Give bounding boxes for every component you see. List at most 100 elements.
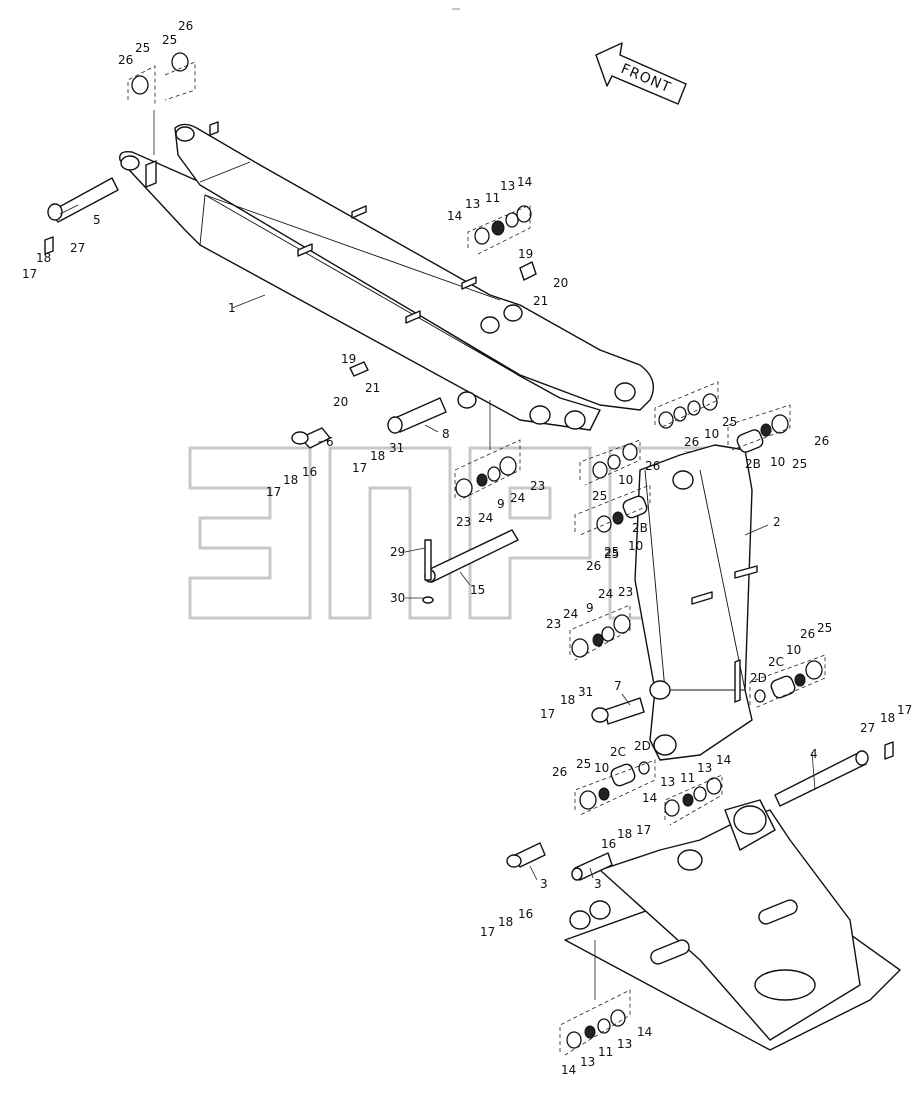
callout-14: 14	[561, 1063, 576, 1077]
callout-26: 26	[800, 627, 815, 641]
callout-17: 17	[352, 461, 367, 475]
callout-23: 23	[530, 479, 545, 493]
callout-8: 8	[442, 427, 450, 441]
callout-3: 3	[594, 877, 602, 891]
callout-labels: 26 25 25 26 5 27 18 17 1 14 13 11 13 14 …	[22, 19, 912, 1077]
callout-31: 31	[389, 441, 404, 455]
callout-24: 24	[478, 511, 493, 525]
callout-2B: 2B	[632, 521, 648, 535]
callout-13: 13	[697, 761, 712, 775]
callout-29: 29	[390, 545, 405, 559]
callout-17: 17	[22, 267, 37, 281]
callout-2: 2	[773, 515, 781, 529]
callout-23: 23	[456, 515, 471, 529]
callout-24: 24	[598, 587, 613, 601]
callout-18: 18	[560, 693, 575, 707]
callout-11: 11	[598, 1045, 613, 1059]
callout-18: 18	[498, 915, 513, 929]
callout-24: 24	[510, 491, 525, 505]
callout-26: 26	[645, 459, 660, 473]
callout-27: 27	[70, 241, 85, 255]
callout-26: 26	[118, 53, 133, 67]
callout-25: 25	[162, 33, 177, 47]
callout-25: 25	[576, 757, 591, 771]
callout-14: 14	[447, 209, 462, 223]
callout-15: 15	[470, 583, 485, 597]
callout-10: 10	[770, 455, 785, 469]
callout-2B: 2B	[745, 457, 761, 471]
callout-26: 26	[684, 435, 699, 449]
callout-17: 17	[636, 823, 651, 837]
callout-26: 26	[178, 19, 193, 33]
callout-25: 25	[604, 547, 619, 561]
callout-17: 17	[540, 707, 555, 721]
callout-27: 27	[860, 721, 875, 735]
callout-4: 4	[810, 747, 818, 761]
callout-19: 19	[341, 352, 356, 366]
base-frame	[564, 799, 901, 1051]
callout-9: 9	[497, 497, 505, 511]
callout-10: 10	[594, 761, 609, 775]
callout-26: 26	[586, 559, 601, 573]
callout-25: 25	[135, 41, 150, 55]
callout-1: 1	[228, 301, 236, 315]
callout-16: 16	[302, 465, 317, 479]
callout-20: 20	[553, 276, 568, 290]
callout-16: 16	[518, 907, 533, 921]
callout-17: 17	[266, 485, 281, 499]
pins	[47, 177, 869, 881]
callout-25: 25	[592, 489, 607, 503]
callout-18: 18	[880, 711, 895, 725]
callout-11: 11	[680, 771, 695, 785]
callout-31: 31	[578, 685, 593, 699]
callout-19: 19	[518, 247, 533, 261]
callout-18: 18	[36, 251, 51, 265]
callout-23: 23	[618, 585, 633, 599]
callout-18: 18	[283, 473, 298, 487]
callout-14: 14	[637, 1025, 652, 1039]
callout-13: 13	[580, 1055, 595, 1069]
callout-13: 13	[500, 179, 515, 193]
callout-26: 26	[814, 434, 829, 448]
callout-16: 16	[601, 837, 616, 851]
callout-14: 14	[517, 175, 532, 189]
callout-14: 14	[642, 791, 657, 805]
callout-18: 18	[617, 827, 632, 841]
callout-23: 23	[546, 617, 561, 631]
boom-part-1	[119, 121, 654, 431]
callout-14: 14	[716, 753, 731, 767]
callout-10: 10	[628, 539, 643, 553]
callout-25: 25	[817, 621, 832, 635]
grouping-frames	[127, 61, 826, 1056]
header-code: ₕ₀₀₀	[452, 6, 460, 12]
callout-21: 21	[533, 294, 548, 308]
callout-30: 30	[390, 591, 405, 605]
callout-9: 9	[586, 601, 594, 615]
callout-26: 26	[552, 765, 567, 779]
callout-20: 20	[333, 395, 348, 409]
callout-24: 24	[563, 607, 578, 621]
callout-11: 11	[485, 191, 500, 205]
callout-2C: 2C	[768, 655, 784, 669]
callout-13: 13	[465, 197, 480, 211]
callout-10: 10	[704, 427, 719, 441]
callout-13: 13	[617, 1037, 632, 1051]
callout-6: 6	[326, 435, 334, 449]
callout-10: 10	[618, 473, 633, 487]
callout-21: 21	[365, 381, 380, 395]
callout-2D: 2D	[634, 739, 651, 753]
front-arrow-icon: FRONT	[595, 42, 687, 105]
callout-25: 25	[792, 457, 807, 471]
callout-2D: 2D	[750, 671, 767, 685]
callout-5: 5	[93, 213, 101, 227]
callout-2C: 2C	[610, 745, 626, 759]
callout-25: 25	[604, 545, 619, 559]
callout-10: 10	[786, 643, 801, 657]
callout-13: 13	[660, 775, 675, 789]
leader-lines	[59, 110, 816, 1000]
callout-25: 25	[722, 415, 737, 429]
callout-17: 17	[480, 925, 495, 939]
arm-part-2	[634, 444, 758, 761]
